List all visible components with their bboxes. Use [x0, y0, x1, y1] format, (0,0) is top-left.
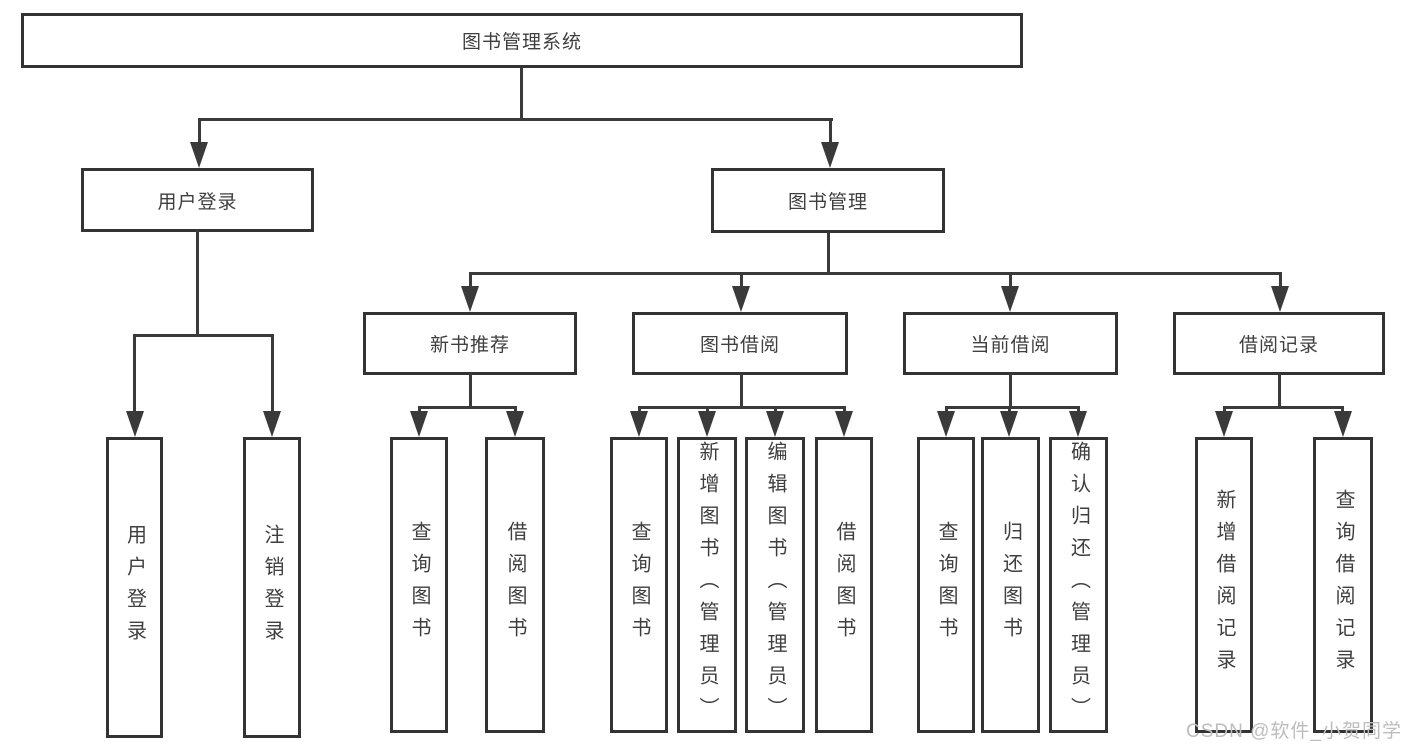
leaf-return-book: 归还图书 [981, 437, 1040, 733]
csdn-watermark: CSDN @软件_小贺同学 [1186, 721, 1402, 742]
connector-line [829, 118, 832, 146]
node-book-borrow: 图书借阅 [632, 312, 848, 375]
connector-line [1279, 272, 1282, 290]
arrowhead-down-icon [732, 286, 750, 312]
connector-line [469, 373, 472, 409]
connector-line [198, 118, 833, 121]
connector-line [638, 406, 846, 409]
arrowhead-down-icon [263, 411, 281, 437]
arrowhead-down-icon [766, 411, 784, 437]
connector-line [271, 334, 274, 414]
leaf-logout: 注销登录 [243, 437, 301, 738]
arrowhead-down-icon [835, 411, 853, 437]
arrowhead-down-icon [630, 411, 648, 437]
arrowhead-down-icon [1069, 411, 1087, 437]
connector-line [945, 406, 1080, 409]
arrowhead-down-icon [1001, 286, 1019, 312]
connector-line [1278, 373, 1281, 409]
arrowhead-down-icon [410, 411, 428, 437]
leaf-user-login: 用户登录 [106, 437, 163, 738]
node-user-login: 用户登录 [81, 168, 314, 232]
leaf-edit-book-admin: 编辑图书（管理员） [745, 437, 805, 733]
connector-line [469, 272, 1282, 275]
connector-line [198, 118, 201, 146]
connector-line [520, 68, 523, 120]
leaf-query-book-3: 查询图书 [917, 437, 975, 733]
node-new-book-recommend: 新书推荐 [363, 312, 577, 375]
leaf-add-book-admin: 新增图书（管理员） [677, 437, 737, 733]
leaf-query-borrow-record: 查询借阅记录 [1313, 437, 1373, 733]
leaf-confirm-return-admin: 确认归还（管理员） [1049, 437, 1108, 733]
connector-line [469, 272, 472, 290]
node-borrow-records: 借阅记录 [1173, 312, 1385, 375]
arrowhead-down-icon [506, 411, 524, 437]
node-root: 图书管理系统 [21, 13, 1023, 68]
connector-line [1223, 406, 1344, 409]
arrowhead-down-icon [1334, 411, 1352, 437]
connector-line [1009, 272, 1012, 290]
arrowhead-down-icon [126, 411, 144, 437]
arrowhead-down-icon [821, 142, 839, 168]
arrowhead-down-icon [1215, 411, 1233, 437]
arrowhead-down-icon [1000, 411, 1018, 437]
leaf-add-borrow-record: 新增借阅记录 [1195, 437, 1253, 733]
arrowhead-down-icon [190, 142, 208, 168]
connector-line [740, 272, 743, 290]
arrowhead-down-icon [1271, 286, 1289, 312]
leaf-query-book-2: 查询图书 [610, 437, 668, 733]
leaf-borrow-book-1: 借阅图书 [485, 437, 545, 733]
arrowhead-down-icon [937, 411, 955, 437]
connector-line [418, 406, 517, 409]
arrowhead-down-icon [698, 411, 716, 437]
leaf-query-book-1: 查询图书 [390, 437, 448, 733]
connector-line [196, 230, 199, 336]
connector-line [1009, 373, 1012, 409]
connector-line [133, 334, 136, 414]
connector-line [827, 232, 830, 274]
node-current-borrow: 当前借阅 [903, 312, 1118, 375]
connector-line [133, 334, 274, 337]
node-book-management: 图书管理 [711, 168, 945, 233]
arrowhead-down-icon [461, 286, 479, 312]
connector-line [740, 373, 743, 409]
leaf-borrow-book-2: 借阅图书 [815, 437, 873, 733]
